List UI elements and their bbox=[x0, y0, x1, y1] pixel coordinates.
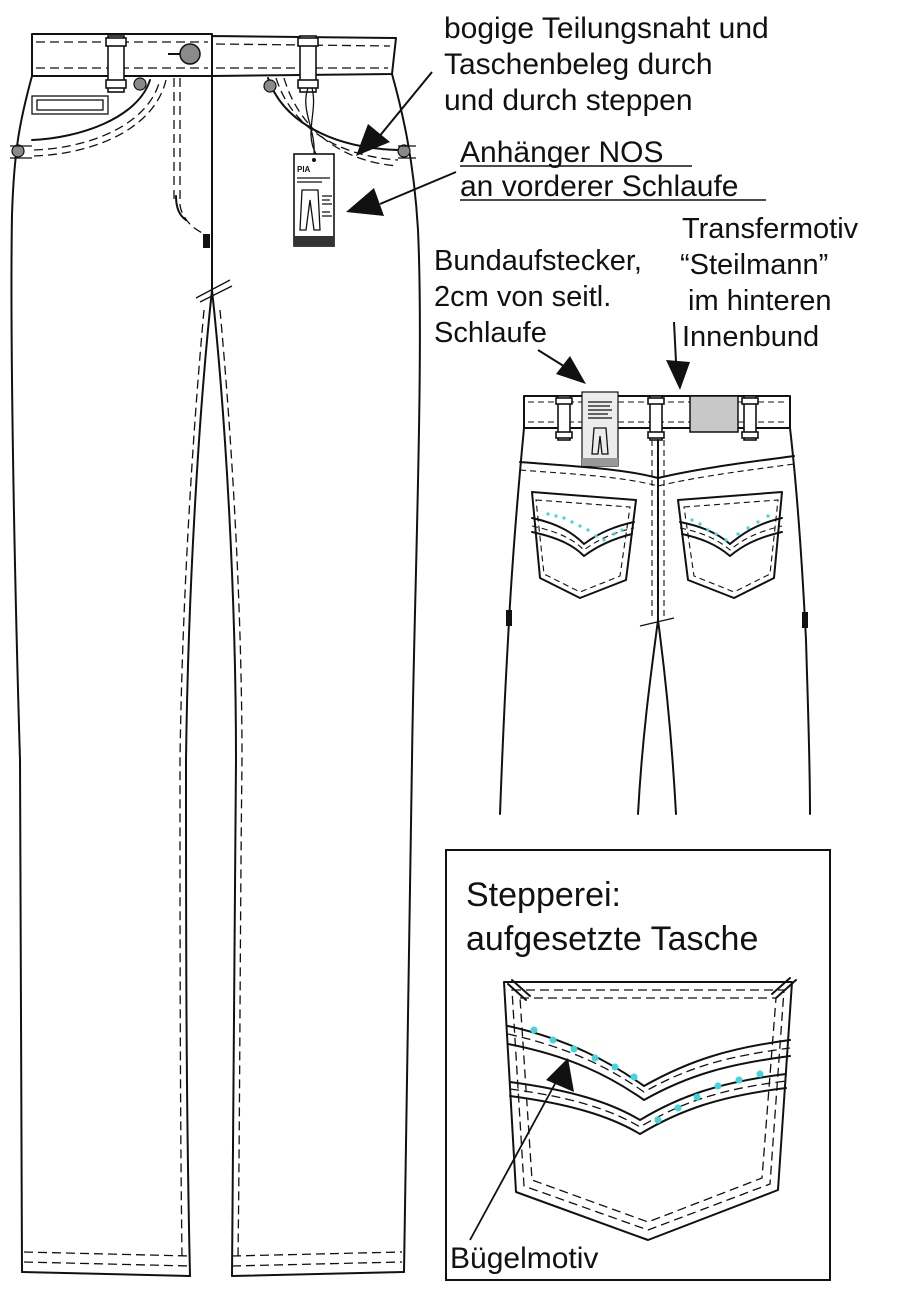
annotation-seam-line-3: und durch steppen bbox=[444, 84, 693, 117]
transfer-patch bbox=[689, 395, 739, 433]
waistband-pin-tag bbox=[581, 391, 619, 467]
back-motif-dots bbox=[546, 512, 770, 542]
annotation-waistband-line-1: Bundaufstecker, bbox=[434, 245, 642, 277]
arrow-to-waistband-pin bbox=[537, 349, 586, 384]
front-waistband bbox=[31, 33, 397, 77]
annotation-seam-line-2: Taschenbeleg durch bbox=[444, 48, 713, 81]
detail-title-line-2: aufgesetzte Tasche bbox=[466, 920, 758, 958]
annotation-hangtag-line-2: an vorderer Schlaufe bbox=[460, 170, 739, 203]
back-pocket-right bbox=[677, 491, 783, 599]
back-belt-loops bbox=[555, 395, 759, 441]
arrow-to-hangtag bbox=[346, 171, 457, 216]
annotation-seam-line-1: bogige Teilungsnaht und bbox=[444, 12, 769, 45]
hangtag-name: PIA bbox=[297, 165, 311, 174]
arrow-to-transfer bbox=[666, 321, 690, 390]
annotation-hangtag-line-1: Anhänger NOS bbox=[460, 136, 663, 169]
annotation-waistband-line-3: Schlaufe bbox=[434, 317, 547, 349]
annotation-transfer-line-3: im hinteren bbox=[680, 285, 832, 317]
annotation-transfer-line-4: Innenbund bbox=[682, 321, 819, 353]
waist-button bbox=[179, 43, 201, 65]
detail-title-line-1: Stepperei: bbox=[466, 876, 621, 914]
arrow-to-seam bbox=[356, 71, 433, 156]
front-view-jeans: PIA bbox=[10, 33, 421, 1277]
back-pocket-left bbox=[531, 491, 637, 599]
front-outline-right bbox=[391, 73, 421, 1273]
annotation-transfer-line-1: Transfermotiv bbox=[682, 213, 859, 245]
annotation-transfer-line-2: “Steilmann” bbox=[680, 249, 828, 281]
pocket-detail-box: Stepperei: aufgesetzte Tasche Bügelmotiv bbox=[445, 849, 831, 1281]
front-outline-left bbox=[10, 75, 33, 1273]
hangtag-nos: PIA bbox=[293, 87, 335, 247]
detail-motif-dots bbox=[530, 1026, 764, 1124]
detail-motif-label: Bügelmotiv bbox=[450, 1242, 598, 1275]
front-inseam-right bbox=[211, 289, 237, 1277]
annotation-waistband-line-2: 2cm von seitl. bbox=[434, 281, 611, 313]
front-inseam-left bbox=[185, 289, 213, 1277]
back-view-jeans bbox=[499, 391, 811, 815]
